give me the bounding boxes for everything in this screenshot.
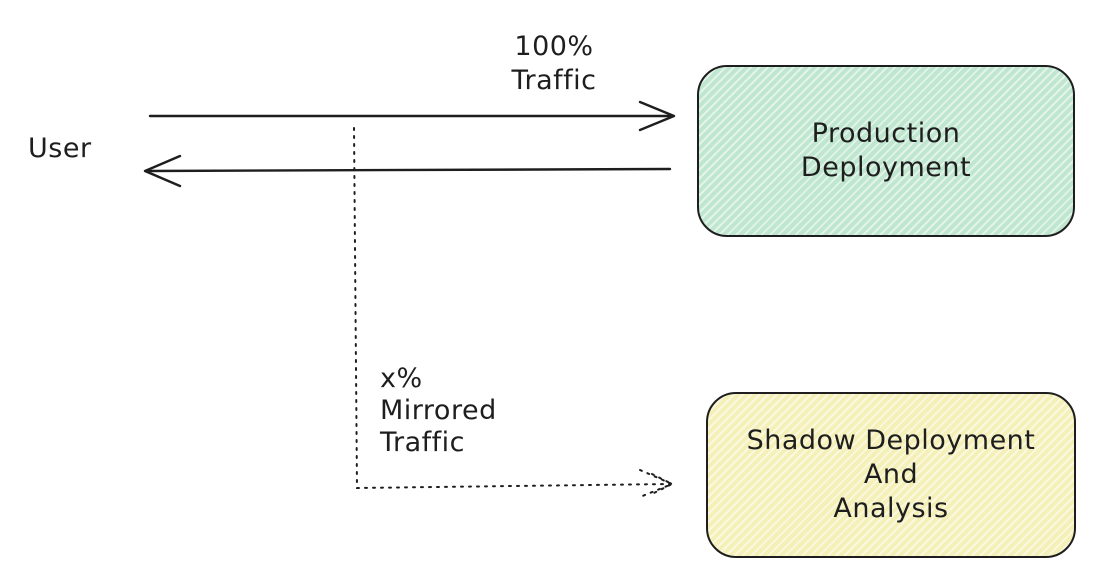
top-traffic-label: 100% Traffic [494,30,614,98]
production-deployment-box: Production Deployment [697,65,1075,237]
shadow-analysis: Analysis [833,493,949,524]
top-traffic-percent: 100% [514,31,594,62]
mirror-traffic-label: x% Mirrored Traffic [380,362,497,460]
request-arrow [148,100,676,132]
mirror-traffic-percent: x% [380,363,423,394]
top-traffic-word: Traffic [511,65,597,96]
mirror-traffic-mirrored: Mirrored [380,395,497,426]
shadow-deployment-box: Shadow Deployment And Analysis [706,392,1076,558]
production-title: Production [811,118,961,149]
user-label: User [28,133,92,164]
shadow-title: Shadow Deployment [746,425,1036,456]
production-subtitle: Deployment [800,152,972,183]
shadow-and: And [863,459,919,490]
mirror-arrow [353,127,675,498]
mirror-traffic-word: Traffic [380,427,466,458]
response-arrow [143,154,672,188]
